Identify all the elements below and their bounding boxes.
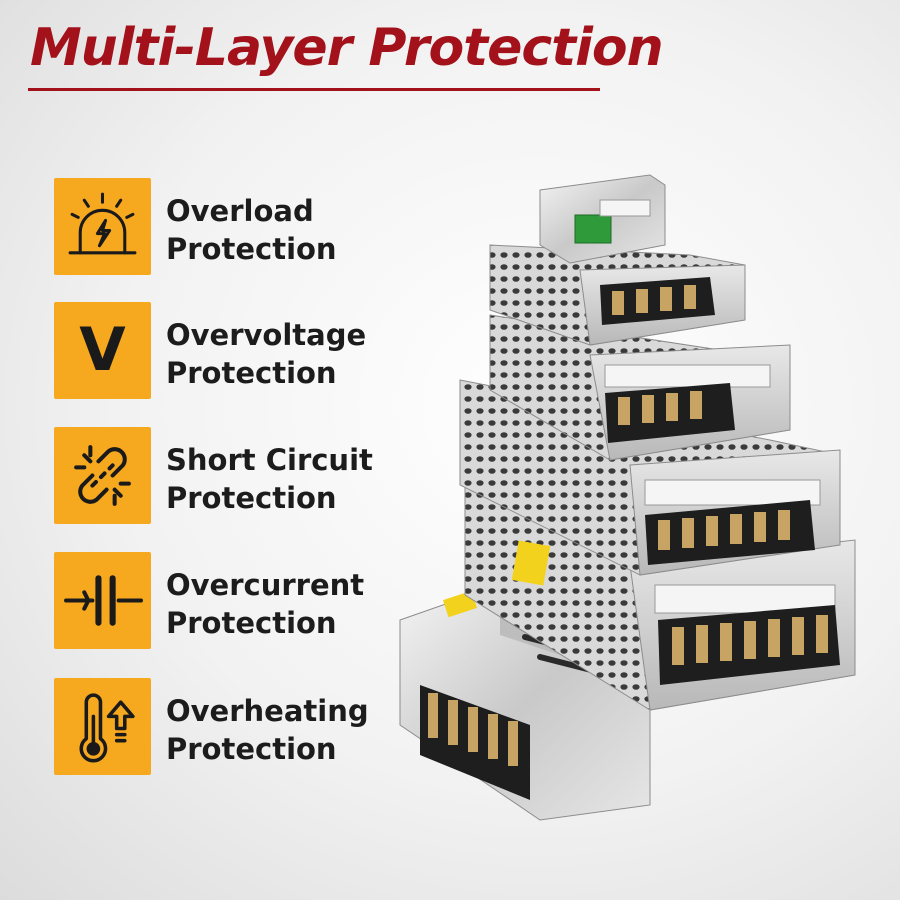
feature-overload: Overload Protection bbox=[54, 178, 474, 278]
page-title: Multi-Layer Protection bbox=[30, 18, 664, 78]
feature-title: Overheating bbox=[166, 694, 369, 728]
feature-title: Overcurrent bbox=[166, 568, 365, 602]
voltage-v-icon: V bbox=[54, 302, 151, 399]
feature-title: Short Circuit bbox=[166, 443, 373, 477]
feature-subtitle: Protection bbox=[166, 606, 337, 640]
feature-subtitle: Protection bbox=[166, 732, 337, 766]
feature-overvoltage: V Overvoltage Protection bbox=[54, 302, 474, 402]
thermometer-icon bbox=[54, 678, 151, 775]
capacitor-icon bbox=[54, 552, 151, 649]
feature-title: Overload bbox=[166, 194, 314, 228]
power-supply-stack-image bbox=[390, 165, 890, 825]
feature-subtitle: Protection bbox=[166, 356, 337, 390]
overload-icon bbox=[54, 178, 151, 275]
feature-subtitle: Protection bbox=[166, 481, 337, 515]
title-underline bbox=[28, 88, 600, 91]
feature-overheating: Overheating Protection bbox=[54, 678, 474, 778]
feature-subtitle: Protection bbox=[166, 232, 337, 266]
feature-title: Overvoltage bbox=[166, 318, 367, 352]
feature-short-circuit: Short Circuit Protection bbox=[54, 427, 474, 527]
feature-overcurrent: Overcurrent Protection bbox=[54, 552, 474, 652]
broken-link-icon bbox=[54, 427, 151, 524]
